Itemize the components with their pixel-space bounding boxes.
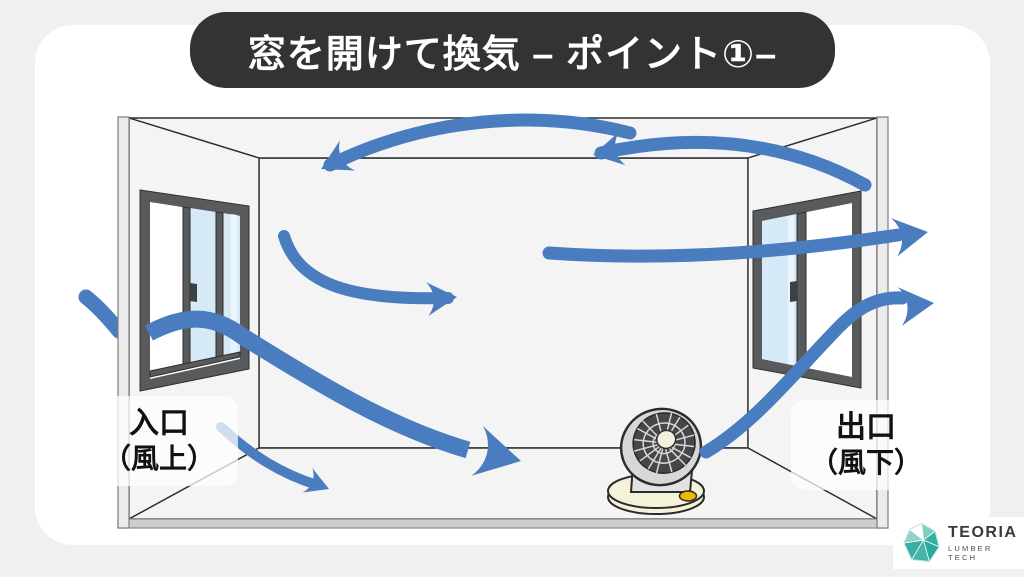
banner-title: 窓を開けて換気 – ポイント①– <box>247 33 778 76</box>
fan-hub <box>655 429 677 450</box>
window-handle <box>190 283 197 302</box>
brand-logo: TEORIA LUMBER TECH <box>893 517 1024 569</box>
sash-stile <box>182 206 191 365</box>
inlet-label-line1: 入口 <box>129 406 189 440</box>
right-wall-edge <box>876 116 889 529</box>
logo-gem-icon <box>903 522 940 563</box>
outlet-label-line2: （風下） <box>809 447 922 479</box>
outlet-label: 出口 （風下） <box>791 400 941 490</box>
window-handle <box>790 281 797 302</box>
inlet-label-line2: （風上） <box>102 443 215 475</box>
title-banner: 窓を開けて換気 – ポイント①– <box>190 12 835 88</box>
logo-name: TEORIA <box>948 524 1018 541</box>
fan-power-button <box>678 490 698 502</box>
glass-highlight <box>231 214 237 355</box>
ceiling-return-arrow-left <box>313 113 637 185</box>
floor-edge <box>117 518 888 529</box>
airflow-arrows <box>145 113 937 502</box>
bottom-rail <box>149 351 241 378</box>
inlet-sweep-arrow <box>145 310 527 486</box>
circulator-fan <box>607 407 705 515</box>
back-wall <box>258 157 749 449</box>
mid-room-curl-arrow <box>278 230 459 317</box>
left-wall-edge <box>117 116 130 529</box>
outlet-label-line1: 出口 <box>836 410 896 444</box>
airflow-arrow-inlet-outside <box>78 289 127 339</box>
sash-stile <box>796 211 807 369</box>
left-window <box>139 189 250 392</box>
crossflow-exit-arrow <box>542 212 932 263</box>
fan-head <box>619 407 703 487</box>
ceiling-return-arrow-right <box>589 132 872 192</box>
inlet-label: 入口 （風上） <box>80 396 238 486</box>
fan-exit-arrow <box>699 283 937 459</box>
logo-tagline: LUMBER TECH <box>948 544 993 562</box>
sash-stile <box>215 211 224 358</box>
